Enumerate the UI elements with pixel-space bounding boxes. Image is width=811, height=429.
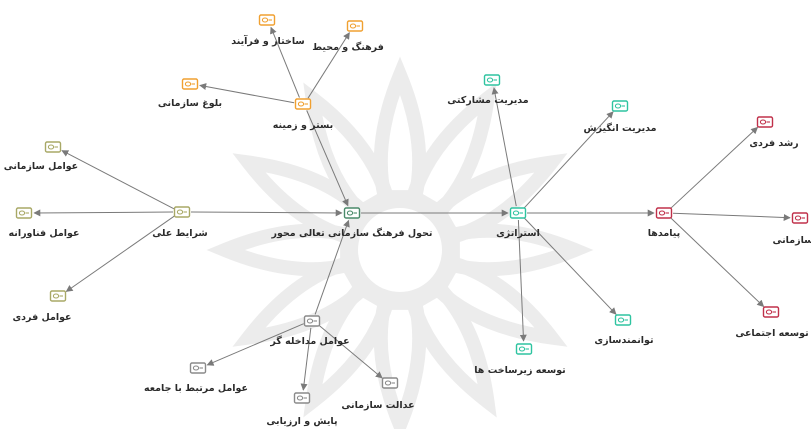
edge-n18-n22	[300, 327, 312, 391]
node-label: فرهنگ و محیط	[312, 41, 384, 53]
nodes-layer: ساختار و فرآیند فرهنگ و محیط بلوغ سازمانی ب…	[4, 14, 811, 427]
edge-n13-n16	[670, 217, 765, 308]
edge-n18-n21	[318, 324, 383, 379]
edge-n10-n9	[33, 209, 174, 217]
code-document-icon	[294, 98, 312, 110]
node-label: پایش و ارزیابی	[266, 416, 337, 427]
code-document-icon	[655, 207, 673, 219]
node-n6[interactable]: مدیریت انگیزش	[583, 100, 657, 134]
code-document-icon	[303, 315, 321, 327]
node-n4[interactable]: بستر و زمینه	[273, 98, 333, 131]
node-label: عوامل فناورانه	[9, 228, 80, 239]
node-label: رشد فردی	[749, 138, 798, 149]
code-document-icon	[756, 116, 774, 128]
edge-n10-n8	[61, 150, 175, 210]
code-document-icon	[181, 78, 199, 90]
code-document-icon	[614, 314, 632, 326]
watermark-petal	[429, 153, 568, 246]
node-n9[interactable]: عوامل فناورانه	[9, 207, 80, 239]
node-label: مدیریت مشارکتی	[447, 95, 528, 106]
code-document-icon	[343, 207, 361, 219]
node-n12[interactable]: استراتژی	[496, 207, 540, 239]
node-label: توانمندسازی	[594, 335, 653, 346]
node-n14[interactable]: سازمانی	[772, 212, 811, 246]
edge-n4-n11	[306, 110, 349, 207]
node-label: عوامل سازمانی	[4, 161, 78, 172]
edge-n12-n6	[523, 111, 614, 209]
node-label: ساختار و فرآیند	[231, 34, 305, 47]
node-n13[interactable]: پیامدها	[648, 207, 681, 239]
node-label: عوامل فردی	[12, 312, 71, 323]
edge-n12-n19	[517, 219, 527, 342]
code-document-icon	[483, 74, 501, 86]
node-n18[interactable]: عوامل مداخله گر	[269, 315, 350, 347]
code-document-icon	[762, 306, 780, 318]
node-n8[interactable]: عوامل سازمانی	[4, 141, 78, 172]
edge-n4-n3	[199, 83, 295, 104]
code-document-icon	[15, 207, 33, 219]
code-document-icon	[791, 212, 809, 224]
edge-n4-n1	[270, 26, 300, 98]
node-n20[interactable]: عوامل مرتبط با جامعه	[144, 362, 248, 394]
code-document-icon	[515, 343, 533, 355]
edges-layer	[33, 26, 791, 391]
code-document-icon	[258, 14, 276, 26]
edge-n10-n15	[65, 215, 175, 292]
node-n19[interactable]: توسعه زیرساخت ها	[474, 343, 566, 376]
node-n1[interactable]: ساختار و فرآیند	[231, 14, 305, 47]
node-label: استراتژی	[496, 228, 540, 239]
node-label: سازمانی	[772, 235, 811, 246]
node-label: توسعه زیرساخت ها	[474, 365, 566, 376]
code-document-icon	[509, 207, 527, 219]
node-n5[interactable]: مدیریت مشارکتی	[447, 74, 529, 106]
node-label: عوامل مرتبط با جامعه	[144, 383, 248, 394]
node-label: تحول فرهنگ سازمانی تعالی محور	[271, 227, 433, 239]
node-n2[interactable]: فرهنگ و محیط	[312, 20, 384, 53]
code-document-icon	[49, 290, 67, 302]
node-n3[interactable]: بلوغ سازمانی	[158, 78, 222, 109]
node-label: عدالت سازمانی	[341, 400, 414, 411]
watermark-emblem	[206, 56, 594, 429]
node-n21[interactable]: عدالت سازمانی	[341, 377, 415, 411]
node-label: بستر و زمینه	[273, 120, 333, 131]
node-label: عوامل مداخله گر	[269, 335, 349, 347]
code-document-icon	[381, 377, 399, 389]
code-document-icon	[611, 100, 629, 112]
node-n7[interactable]: رشد فردی	[749, 116, 799, 149]
node-n17[interactable]: توانمندسازی	[594, 314, 654, 346]
edge-n4-n2	[307, 32, 350, 99]
node-label: توسعه اجتماعی	[735, 328, 808, 339]
code-document-icon	[173, 206, 191, 218]
node-n16[interactable]: توسعه اجتماعی	[735, 306, 809, 339]
edge-n13-n14	[672, 212, 791, 221]
node-label: بلوغ سازمانی	[158, 98, 222, 109]
node-n11[interactable]: تحول فرهنگ سازمانی تعالی محور	[271, 207, 433, 239]
code-document-icon	[44, 141, 62, 153]
node-n10[interactable]: شرایط علی	[152, 206, 208, 239]
edge-n10-n11	[190, 209, 343, 217]
edge-n12-n5	[491, 87, 517, 207]
edge-n13-n7	[670, 126, 759, 209]
code-document-icon	[346, 20, 364, 32]
edge-n18-n11	[314, 219, 350, 315]
edge-n12-n17	[523, 217, 617, 315]
edge-n18-n20	[206, 323, 304, 366]
node-n22[interactable]: پایش و ارزیابی	[266, 392, 338, 427]
code-document-icon	[293, 392, 311, 404]
watermark-ring	[346, 196, 454, 304]
node-n15[interactable]: عوامل فردی	[12, 290, 72, 323]
node-label: مدیریت انگیزش	[583, 122, 656, 134]
node-label: شرایط علی	[152, 228, 208, 239]
code-document-icon	[189, 362, 207, 374]
node-label: پیامدها	[648, 228, 681, 239]
